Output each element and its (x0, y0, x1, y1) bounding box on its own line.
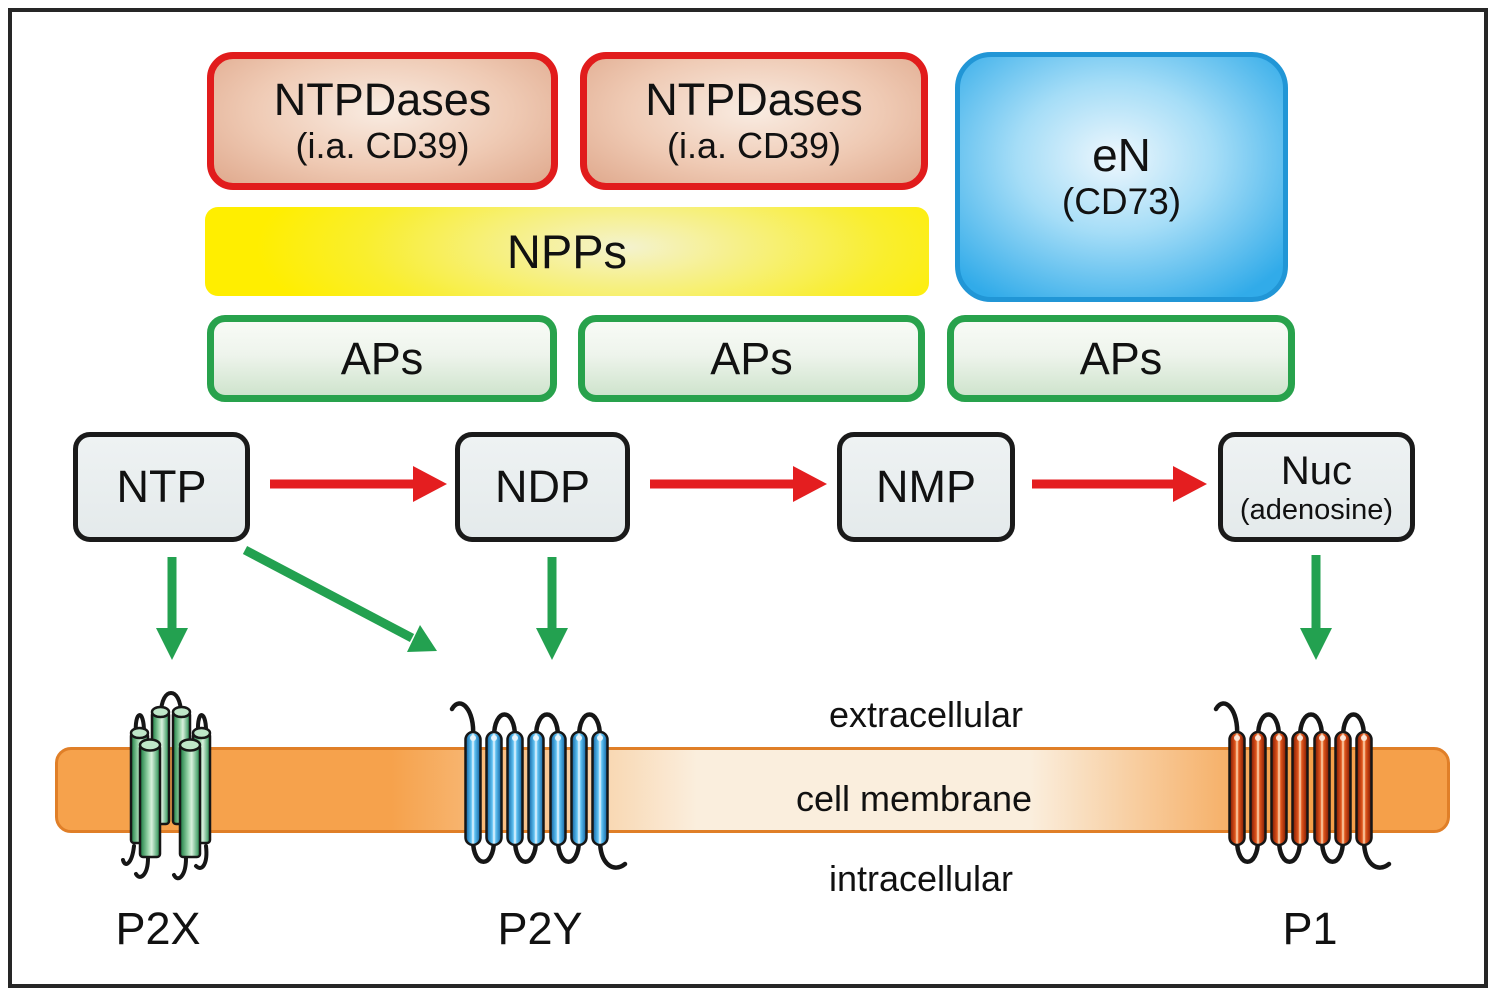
aps-label: APs (710, 332, 793, 384)
enzyme-bar-npps: NPPs (205, 207, 929, 296)
aps-label: APs (340, 332, 424, 384)
p2x-receptor-icon (121, 691, 212, 881)
enzyme-box-en-cd73: eN (CD73) (955, 52, 1288, 302)
figure-border (8, 8, 1488, 988)
nucleotide-label: Nuc (1280, 449, 1353, 493)
npps-label: NPPs (506, 225, 628, 278)
enzyme-title: eN (1092, 128, 1151, 181)
extracellular-label: extracellular (828, 694, 1024, 735)
nucleotide-label: NMP (876, 461, 976, 512)
enzyme-box-aps-1: APs (207, 315, 557, 402)
intracellular-label: intracellular (828, 858, 1014, 899)
cell-membrane-band (55, 747, 1450, 833)
nucleotide-label: NTP (116, 461, 207, 512)
p2y-label: P2Y (497, 903, 583, 954)
cell-membrane-label: cell membrane (795, 778, 1033, 819)
p2x-label: P2X (115, 903, 201, 954)
enzyme-subtitle: (i.a. CD39) (666, 124, 842, 166)
nucleotide-box-ndp: NDP (455, 432, 630, 542)
enzyme-box-ntpdases-1: NTPDases (i.a. CD39) (207, 52, 558, 190)
enzyme-subtitle: (i.a. CD39) (295, 124, 470, 166)
enzyme-box-aps-2: APs (578, 315, 925, 402)
enzyme-subtitle: (CD73) (1061, 180, 1182, 222)
p2y-receptor-icon (449, 701, 628, 870)
aps-label: APs (1079, 332, 1163, 384)
nucleotide-box-nuc-adenosine: Nuc (adenosine) (1218, 432, 1415, 542)
p1-label: P1 (1282, 903, 1338, 954)
nucleotide-box-ntp: NTP (73, 432, 250, 542)
enzyme-title: NTPDases (273, 74, 492, 125)
enzyme-box-ntpdases-2: NTPDases (i.a. CD39) (580, 52, 928, 190)
p1-receptor-icon (1213, 701, 1392, 870)
nucleotide-box-nmp: NMP (837, 432, 1015, 542)
enzyme-title: NTPDases (645, 74, 863, 125)
nucleotide-label: NDP (494, 461, 590, 512)
enzyme-box-aps-3: APs (947, 315, 1295, 402)
nucleotide-sublabel: (adenosine) (1239, 494, 1394, 526)
